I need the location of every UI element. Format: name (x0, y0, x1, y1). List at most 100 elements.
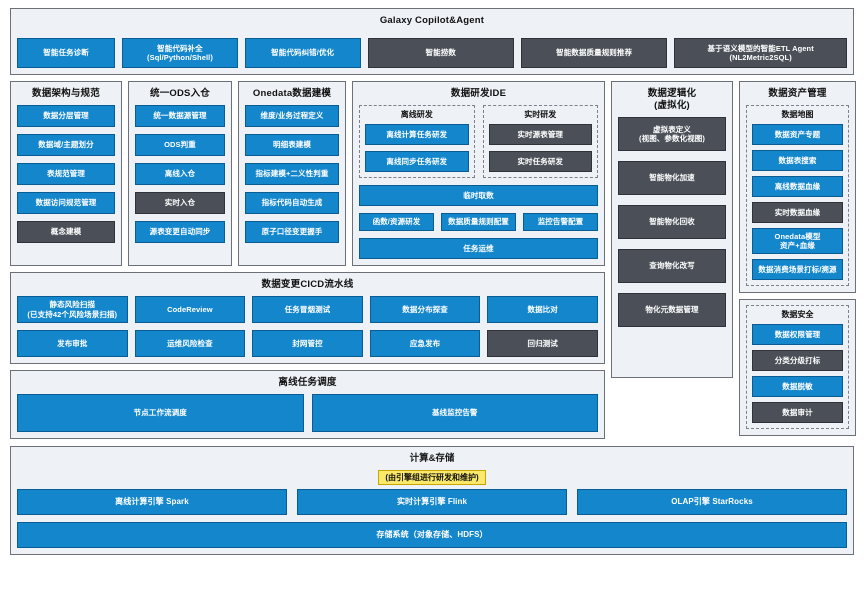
chip-sublabel: (已支持42个风险场景扫描) (27, 309, 118, 319)
chip-offline-compute-task-dev[interactable]: 离线计算任务研发 (365, 124, 469, 145)
panel-unified-ods-ingest: 统一ODS入仓 统一数据源管理 ODS判重 离线入仓 实时入仓 源表变更自动同步 (128, 81, 232, 266)
ide-trio-row: 函数/资源研发 数据质量规则配置 监控告警配置 (359, 213, 598, 231)
chip-data-asset-topic[interactable]: 数据资产专题 (752, 124, 843, 145)
panel-title-galaxy: Galaxy Copilot&Agent (379, 15, 485, 26)
top-four-panels: 数据架构与规范 数据分层管理 数据域/主题划分 表规范管理 数据访问规范管理 概… (10, 81, 605, 266)
chip-data-access-spec-management[interactable]: 数据访问规范管理 (17, 192, 115, 214)
chip-conceptual-modeling[interactable]: 概念建模 (17, 221, 115, 243)
chip-source-table-change-auto-sync[interactable]: 源表变更自动同步 (135, 221, 225, 243)
compute-maintenance-note: (由引擎组进行研发和维护) (378, 470, 486, 485)
chip-metric-code-auto-generation[interactable]: 指标代码自动生成 (245, 192, 339, 214)
chip-data-domain-subject-division[interactable]: 数据域/主题划分 (17, 134, 115, 156)
chip-onedata-model-asset-lineage[interactable]: Onedata模型 资产+血缘 (752, 228, 843, 254)
chip-label: 智能代码纠错/优化 (271, 48, 335, 58)
chip-data-consumption-scenario-tagging-tracing[interactable]: 数据消费场景打标/溯源 (752, 259, 843, 280)
chip-label: Onedata模型 (774, 231, 821, 241)
chip-semantic-etl-agent[interactable]: 基于语义模型的智能ETL Agent (NL2Metric2SQL) (674, 38, 848, 68)
cicd-row-2: 发布审批 运维风险检查 封网管控 应急发布 回归测试 (17, 330, 598, 357)
chip-realtime-source-table-management[interactable]: 实时源表管理 (488, 124, 592, 145)
panel-data-security: 数据安全 数据权限管理 分类分级打标 数据脱敏 数据审计 (739, 299, 856, 436)
chip-detail-table-modeling[interactable]: 明细表建模 (245, 134, 339, 156)
chip-realtime-engine-flink[interactable]: 实时计算引擎 Flink (297, 489, 567, 515)
chip-regression-test[interactable]: 回归测试 (487, 330, 598, 357)
virtualization-title-line1: 数据逻辑化 (647, 88, 697, 99)
chip-realtime-task-dev[interactable]: 实时任务研发 (488, 151, 592, 172)
virtualization-title-line2: (虚拟化) (654, 100, 690, 111)
chip-emergency-release[interactable]: 应急发布 (369, 330, 481, 357)
chip-storage-system[interactable]: 存储系统（对象存储、HDFS） (17, 522, 847, 548)
ide-ops-row: 任务运维 (359, 238, 598, 259)
chip-static-risk-scan[interactable]: 静态风险扫描 (已支持42个风险场景扫描) (17, 296, 128, 323)
ide-adhoc-row: 临时取数 (359, 185, 598, 206)
chip-data-audit[interactable]: 数据审计 (752, 402, 843, 423)
chip-unified-datasource-management[interactable]: 统一数据源管理 (135, 105, 225, 127)
panel-onedata-modeling: Onedata数据建模 维度/业务过程定义 明细表建模 指标建模+二义性判重 指… (238, 81, 346, 266)
chip-data-table-search[interactable]: 数据表搜索 (752, 150, 843, 171)
architecture-items: 数据分层管理 数据域/主题划分 表规范管理 数据访问规范管理 概念建模 (17, 105, 115, 259)
cicd-row-1: 静态风险扫描 (已支持42个风险场景扫描) CodeReview 任务冒烟测试 … (17, 296, 598, 323)
chip-data-comparison[interactable]: 数据比对 (487, 296, 598, 323)
chip-adhoc-query[interactable]: 临时取数 (359, 185, 598, 206)
chip-data-distribution-probe[interactable]: 数据分布探查 (369, 296, 481, 323)
group-title-offline-dev: 离线研发 (400, 110, 433, 119)
chip-task-ops[interactable]: 任务运维 (359, 238, 598, 259)
panel-data-architecture: 数据架构与规范 数据分层管理 数据域/主题划分 表规范管理 数据访问规范管理 概… (10, 81, 122, 266)
chip-smart-materialization-recycle[interactable]: 智能物化回收 (618, 205, 726, 239)
panel-title-virtualization: 数据逻辑化 (虚拟化) (618, 88, 726, 112)
chip-smart-code-completion[interactable]: 智能代码补全 (Sql/Python/Shell) (122, 38, 238, 68)
chip-node-workflow-scheduling[interactable]: 节点工作流调度 (17, 394, 304, 432)
chip-data-permission-management[interactable]: 数据权限管理 (752, 324, 843, 345)
group-offline-dev: 离线研发 离线计算任务研发 离线同步任务研发 (359, 105, 475, 178)
chip-offline-sync-task-dev[interactable]: 离线同步任务研发 (365, 151, 469, 172)
chip-materialization-metadata-management[interactable]: 物化元数据管理 (618, 293, 726, 327)
chip-function-resource-dev[interactable]: 函数/资源研发 (359, 213, 434, 231)
chip-release-approval[interactable]: 发布审批 (17, 330, 128, 357)
chip-metric-modeling-ambiguity-dedup[interactable]: 指标建模+二义性判重 (245, 163, 339, 185)
panel-title-cicd: 数据变更CICD流水线 (261, 279, 354, 290)
chip-sublabel: (Sql/Python/Shell) (147, 53, 213, 62)
chip-offline-ingest[interactable]: 离线入仓 (135, 163, 225, 185)
panel-data-asset-management: 数据资产管理 数据地图 数据资产专题 数据表搜索 离线数据血缘 实时数据血缘 O… (739, 81, 856, 293)
chip-smart-code-fix-optimize[interactable]: 智能代码纠错/优化 (244, 38, 361, 68)
left-column: 数据架构与规范 数据分层管理 数据域/主题划分 表规范管理 数据访问规范管理 概… (10, 81, 605, 439)
chip-offline-engine-spark[interactable]: 离线计算引擎 Spark (17, 489, 287, 515)
group-data-map: 数据地图 数据资产专题 数据表搜索 离线数据血缘 实时数据血缘 Onedata模… (746, 105, 849, 286)
panel-title-architecture: 数据架构与规范 (32, 88, 100, 99)
chip-dimension-business-process-definition[interactable]: 维度/业务过程定义 (245, 105, 339, 127)
chip-olap-engine-starrocks[interactable]: OLAP引擎 StarRocks (577, 489, 847, 515)
panel-title-onedata: Onedata数据建模 (252, 88, 332, 99)
chip-realtime-data-lineage[interactable]: 实时数据血缘 (752, 202, 843, 223)
chip-realtime-ingest[interactable]: 实时入仓 (135, 192, 225, 214)
chip-smart-materialization-acceleration[interactable]: 智能物化加速 (618, 161, 726, 195)
chip-sublabel: (NL2Metric2SQL) (729, 53, 792, 62)
chip-code-review[interactable]: CodeReview (134, 296, 246, 323)
chip-table-spec-management[interactable]: 表规范管理 (17, 163, 115, 185)
chip-baseline-monitor-alert[interactable]: 基线监控告警 (311, 394, 598, 432)
chip-data-masking[interactable]: 数据脱敏 (752, 376, 843, 397)
chip-smart-task-diagnosis[interactable]: 智能任务诊断 (17, 38, 116, 68)
group-title-data-map: 数据地图 (781, 110, 814, 119)
chip-label: 基于语义模型的智能ETL Agent (707, 43, 814, 53)
chip-classification-grading-tagging[interactable]: 分类分级打标 (752, 350, 843, 371)
chip-ops-risk-check[interactable]: 运维风险检查 (134, 330, 246, 357)
panel-galaxy-copilot-agent: Galaxy Copilot&Agent 智能任务诊断 智能代码补全 (Sql/… (10, 8, 854, 75)
chip-query-materialization-rewrite[interactable]: 查询物化改写 (618, 249, 726, 283)
chip-atomic-caliber-change-handshake[interactable]: 原子口径变更握手 (245, 221, 339, 243)
chip-smart-dq-rule-recommend[interactable]: 智能数据质量规则推荐 (520, 38, 668, 68)
chip-smart-data-fetch[interactable]: 智能捞数 (367, 38, 514, 68)
chip-monitor-alert-config[interactable]: 监控告警配置 (523, 213, 598, 231)
group-realtime-dev: 实时研发 实时源表管理 实时任务研发 (482, 105, 598, 178)
panel-title-scheduling: 离线任务调度 (278, 377, 337, 388)
chip-virtual-table-definition[interactable]: 虚拟表定义 (视图、参数化视图) (618, 117, 726, 151)
chip-task-smoke-test[interactable]: 任务冒烟测试 (252, 296, 363, 323)
compute-title-block: 计算&存储 (由引擎组进行研发和维护) (17, 453, 847, 485)
chip-label: 智能代码补全 (157, 43, 203, 53)
chip-data-layer-management[interactable]: 数据分层管理 (17, 105, 115, 127)
galaxy-chip-row: 智能任务诊断 智能代码补全 (Sql/Python/Shell) 智能代码纠错/… (17, 38, 848, 68)
chip-network-freeze-control[interactable]: 封网管控 (252, 330, 363, 357)
middle-section: 数据架构与规范 数据分层管理 数据域/主题划分 表规范管理 数据访问规范管理 概… (10, 81, 856, 439)
chip-offline-data-lineage[interactable]: 离线数据血缘 (752, 176, 843, 197)
chip-data-quality-rule-config[interactable]: 数据质量规则配置 (441, 213, 516, 231)
panel-offline-task-scheduling: 离线任务调度 节点工作流调度 基线监控告警 (10, 370, 605, 439)
chip-ods-dedup[interactable]: ODS判重 (135, 134, 225, 156)
